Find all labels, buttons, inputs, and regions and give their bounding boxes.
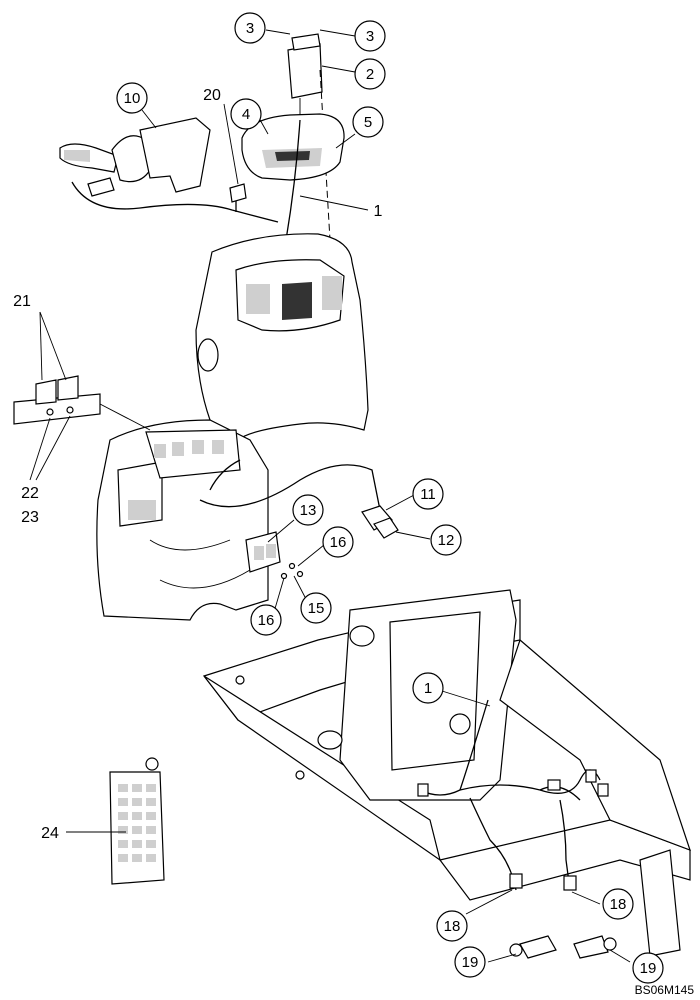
- callout-13: 13: [292, 494, 324, 526]
- relay-pair: [13, 375, 151, 431]
- label-24: 24: [41, 825, 59, 842]
- svg-text:4: 4: [242, 106, 250, 123]
- switch-bezel: [241, 113, 345, 181]
- label-22: 22: [21, 485, 39, 502]
- svg-text:19: 19: [462, 954, 479, 971]
- callout-3-left: 3: [234, 12, 266, 44]
- leader-lines: [29, 29, 631, 963]
- svg-text:15: 15: [308, 600, 325, 617]
- sensor-left: [509, 935, 557, 959]
- svg-text:19: 19: [640, 960, 657, 977]
- svg-text:5: 5: [364, 114, 372, 131]
- chassis-harness: [417, 699, 609, 891]
- callout-19-left: 19: [454, 946, 486, 978]
- callout-15: 15: [300, 592, 332, 624]
- svg-text:2: 2: [366, 66, 374, 83]
- svg-text:11: 11: [420, 486, 436, 503]
- svg-text:1: 1: [424, 680, 432, 697]
- callout-12: 12: [430, 524, 462, 556]
- svg-text:16: 16: [330, 534, 347, 551]
- callout-16-left: 16: [250, 604, 282, 636]
- svg-text:3: 3: [366, 28, 374, 45]
- callout-16-right: 16: [322, 526, 354, 558]
- svg-text:10: 10: [124, 90, 141, 107]
- console-tower: [195, 233, 369, 441]
- figure-reference: BS06M145: [635, 983, 695, 997]
- switch-module: [287, 33, 331, 241]
- callout-4: 4: [230, 98, 262, 130]
- callout-11: 11: [412, 478, 444, 510]
- label-20: 20: [203, 87, 221, 104]
- callout-1-chassis: 1: [412, 672, 444, 704]
- callout-18-left: 18: [436, 910, 468, 942]
- label-21: 21: [13, 293, 31, 310]
- callout-18-right: 18: [602, 888, 634, 920]
- callout-3-right: 3: [354, 20, 386, 52]
- callout-5: 5: [352, 106, 384, 138]
- joystick-control: [59, 117, 211, 197]
- label-23: 23: [21, 509, 39, 526]
- callout-2: 2: [354, 58, 386, 90]
- cab-lower-shell: [96, 419, 269, 621]
- sensor-right: [573, 935, 617, 959]
- svg-text:18: 18: [610, 896, 627, 913]
- svg-text:12: 12: [438, 532, 455, 549]
- callout-10: 10: [116, 82, 148, 114]
- svg-text:3: 3: [246, 20, 254, 37]
- svg-text:13: 13: [300, 502, 317, 519]
- svg-text:18: 18: [444, 918, 461, 935]
- fuse-block: [109, 757, 165, 885]
- callout-19-right: 19: [632, 952, 664, 984]
- svg-text:16: 16: [258, 612, 275, 629]
- label-1-console: 1: [374, 203, 383, 220]
- pedal-switch: [245, 531, 281, 573]
